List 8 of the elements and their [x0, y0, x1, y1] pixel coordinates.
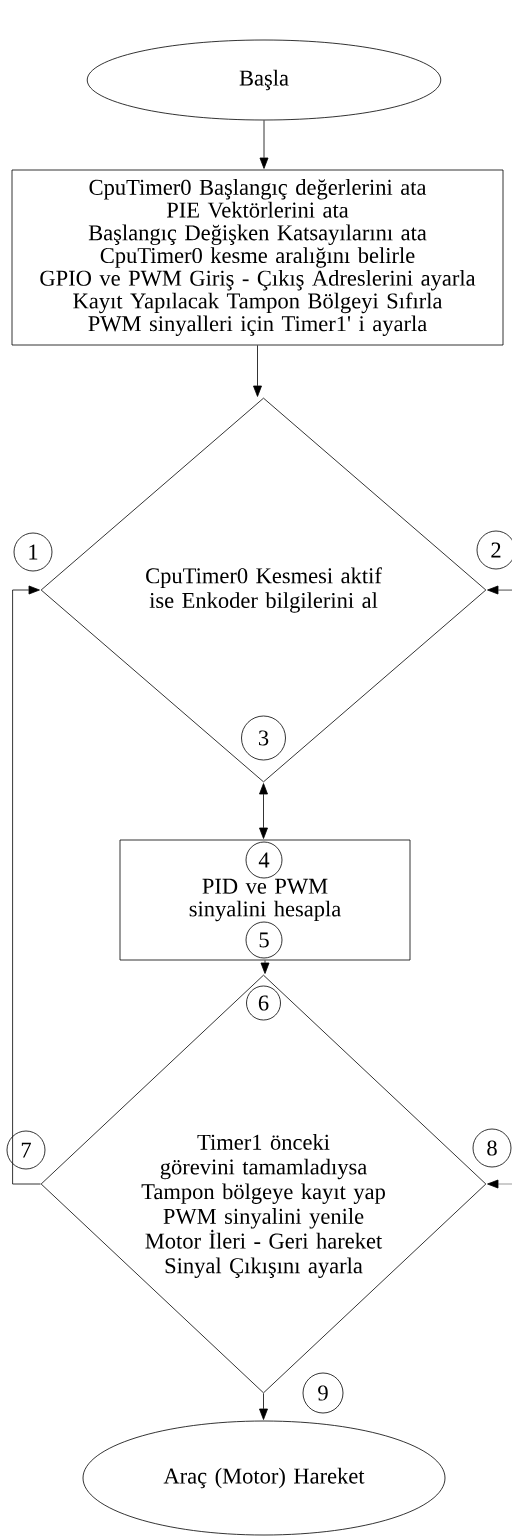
process-box: CpuTimer0 Başlangıç değerlerini ata PIE Vektörlerini ata Başlangıç Değişken Katsayılarını ata CpuTimer0 kesme aralığını belirle GPIO ve PWM Giriş - Çıkış Adreslerini ayarla Kayıt Yapılacak Tampon Bölgeyi Sıfırla PWM sinyalleri için Timer1' i ayarla	[11, 169, 504, 346]
arrow	[259, 120, 269, 169]
arrow	[259, 783, 268, 839]
arrow	[259, 1393, 268, 1420]
arrow	[12, 585, 41, 1185]
arrow	[253, 345, 262, 397]
arrow	[487, 585, 512, 595]
arrow	[260, 960, 270, 974]
